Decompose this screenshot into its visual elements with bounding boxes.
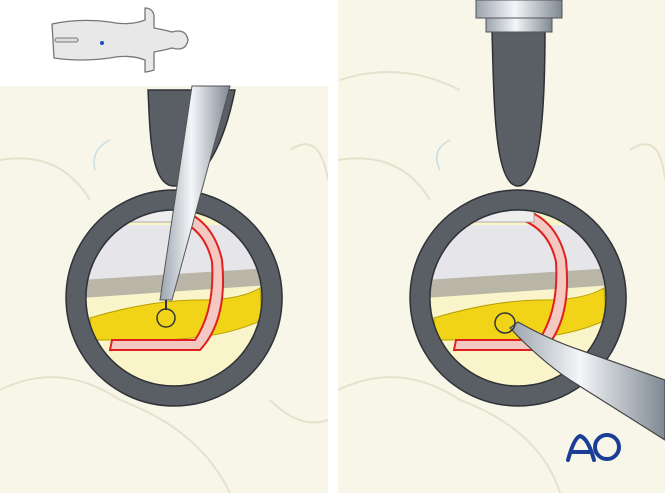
location-marker — [100, 41, 104, 45]
retractor-holder — [475, 0, 563, 33]
probe-left — [156, 85, 231, 328]
probe-right — [494, 312, 665, 441]
panel-divider — [328, 0, 338, 493]
ao-logo — [566, 433, 621, 462]
body-orientation-icon — [51, 7, 189, 73]
